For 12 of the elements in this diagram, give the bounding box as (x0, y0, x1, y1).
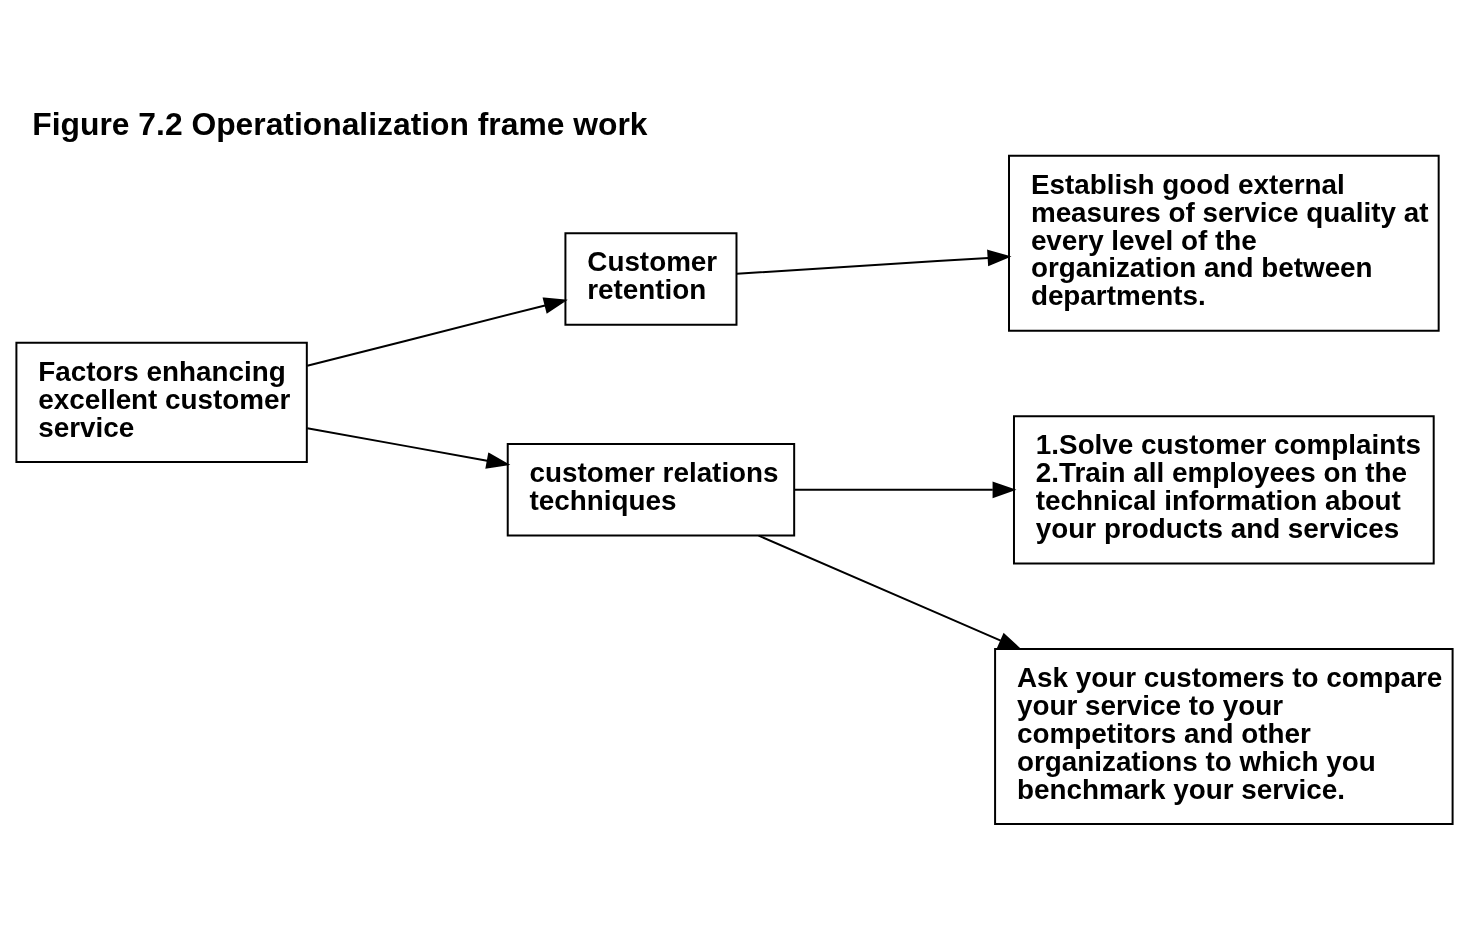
arrow (735, 249, 1012, 275)
arrow (306, 426, 511, 469)
node-box: Customer retention (564, 231, 738, 326)
diagram-title: Figure 7.2 Operationalization frame work (32, 105, 648, 142)
node-box: Ask your customers to compare your service to your competitors and other organizations to which you benchmark your service. (994, 647, 1454, 825)
node-box: 1.Solve customer complaints 2.Train all employees on the technical information about your products and services (1013, 414, 1435, 564)
node-box: customer relations techniques (506, 442, 796, 537)
node-box: Factors enhancing excellent customer service (15, 341, 308, 463)
arrow (757, 534, 1023, 650)
arrow (793, 481, 1017, 498)
node-box: Establish good external measures of service quality at every level of the organization and between departments. (1008, 154, 1440, 332)
arrow (306, 296, 568, 367)
